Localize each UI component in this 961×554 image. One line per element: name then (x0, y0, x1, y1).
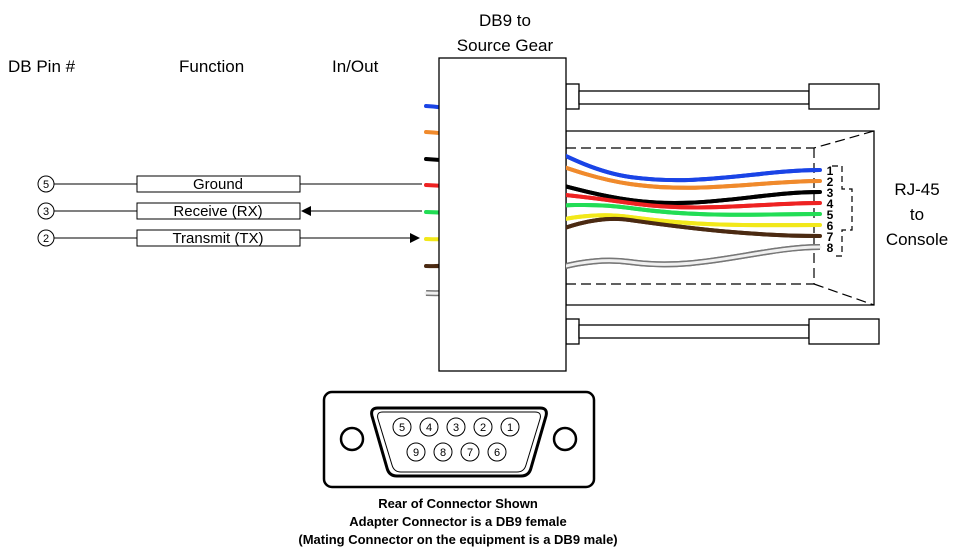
rj45-label-line-3: Console (886, 230, 948, 249)
db9-pin-label-7: 7 (467, 447, 473, 459)
function-label: Ground (193, 176, 243, 193)
wire-bundle-inner (566, 153, 821, 270)
rj45-pin-2: 2 (827, 175, 834, 189)
rj45-pin-1: 1 (827, 164, 834, 178)
db9-pin-label-8: 8 (440, 447, 446, 459)
function-label: Receive (RX) (173, 203, 262, 220)
db9-pin-label-9: 9 (413, 447, 419, 459)
function-box (136, 202, 301, 220)
pin-number: 2 (43, 233, 49, 245)
wire-segment-pin-5 (566, 202, 821, 217)
title-line-2: Source Gear (457, 36, 554, 55)
signal-row-receive: 3 Receive (RX) (37, 202, 422, 220)
title-line-1: DB9 to (479, 11, 531, 30)
caption-line-2: Adapter Connector is a DB9 female (349, 514, 566, 529)
db9-pin-7 (460, 442, 480, 462)
mount-hole-right (552, 426, 578, 452)
db9-pin-label-5: 5 (399, 422, 405, 434)
caption-line-1: Rear of Connector Shown (378, 496, 538, 511)
db9-pin-5 (392, 417, 412, 437)
db9-pin-label-3: 3 (453, 422, 459, 434)
db9-pin-2 (473, 417, 493, 437)
function-label: Transmit (TX) (172, 230, 263, 247)
db9-pin-label-2: 2 (480, 422, 486, 434)
wire-segment-pin-4 (566, 193, 821, 210)
header-function: Function (179, 57, 244, 76)
db9-pin-1 (500, 417, 520, 437)
wire-segment-pin-8 (566, 245, 821, 268)
rj45-pin-8: 8 (827, 241, 834, 255)
wire-segment-pin-3 (566, 184, 821, 206)
rj45-pin-3: 3 (827, 186, 834, 200)
mount-hole-left (339, 426, 365, 452)
wire-segment-pin-1 (566, 153, 821, 183)
db9-pin-6 (487, 442, 507, 462)
rj45-pin-6: 6 (827, 219, 834, 233)
rj45-label-line-1: RJ-45 (894, 180, 939, 199)
wire-segment-pin-2 (566, 165, 821, 190)
signal-row-ground: 5 Ground (37, 175, 422, 193)
caption-line-3: (Mating Connector on the equipment is a … (298, 532, 617, 547)
db9-pin-9 (406, 442, 426, 462)
rj45-pin-4: 4 (827, 197, 834, 211)
db9-face: 5 4 3 2 1 9 8 7 6 (322, 390, 596, 489)
db9-pin-label-6: 6 (494, 447, 500, 459)
header-db-pin: DB Pin # (8, 57, 76, 76)
rj45-pin-5: 5 (827, 208, 834, 222)
rj45-label-line-2: to (910, 205, 924, 224)
header-in-out: In/Out (332, 57, 379, 76)
signal-row-transmit: 2 Transmit (TX) (37, 229, 420, 247)
db9-pin-8 (433, 442, 453, 462)
db9-shell (438, 57, 567, 372)
pin-number: 3 (43, 206, 49, 218)
db9-pin-4 (419, 417, 439, 437)
db9-pin-label-1: 1 (507, 422, 513, 434)
rj45-pin-7: 7 (827, 230, 834, 244)
wire-segment-pin-7 (566, 216, 821, 238)
pin-number: 5 (43, 179, 49, 191)
db9-pin-3 (446, 417, 466, 437)
wire-segment-pin-6 (566, 213, 821, 228)
db9-pin-label-4: 4 (426, 422, 432, 434)
